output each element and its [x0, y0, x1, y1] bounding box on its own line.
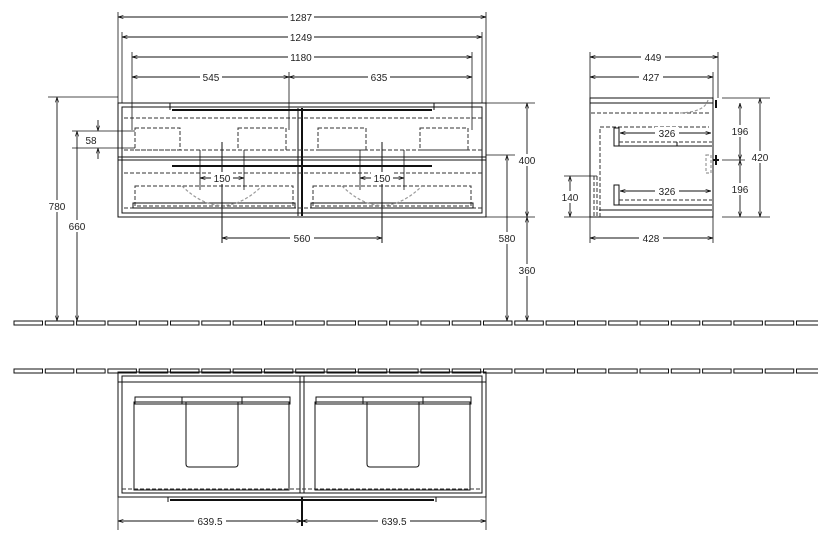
dim-428: 428	[643, 234, 660, 245]
wall-line-lower	[13, 368, 818, 374]
floor-line-upper	[13, 320, 818, 326]
dim-545: 545	[203, 73, 220, 84]
dim-427: 427	[643, 73, 660, 84]
dim-639-5-left: 639.5	[197, 517, 222, 528]
dim-400: 400	[519, 156, 536, 167]
dim-1180: 1180	[290, 53, 312, 64]
dim-560: 560	[294, 234, 311, 245]
dim-196-lower: 196	[732, 185, 749, 196]
dim-150-right: 150	[374, 174, 391, 185]
front-view	[117, 12, 487, 243]
dim-639-5-right: 639.5	[381, 517, 406, 528]
dim-1287: 1287	[290, 13, 313, 24]
dim-660: 660	[69, 222, 86, 233]
dim-196-upper: 196	[732, 127, 749, 138]
dim-326-lower: 326	[659, 187, 676, 198]
dim-58: 58	[85, 136, 97, 147]
side-view	[564, 97, 719, 218]
dim-780: 780	[49, 202, 66, 213]
side-dimensions: 449 427 326 326 196 196 420 140 428	[560, 51, 774, 245]
dim-449: 449	[645, 53, 662, 64]
dim-360: 360	[519, 266, 536, 277]
dim-150-left: 150	[214, 174, 231, 185]
top-dimensions: 639.5 639.5	[117, 497, 487, 530]
top-view	[117, 371, 487, 502]
front-dimensions: 1287 1249 1180 545 635 58 150 150 560	[44, 11, 540, 321]
dim-420: 420	[752, 153, 769, 164]
dim-140: 140	[562, 193, 579, 204]
dim-580: 580	[499, 234, 516, 245]
dim-1249: 1249	[290, 33, 313, 44]
dim-635: 635	[371, 73, 388, 84]
dim-326-upper: 326	[659, 129, 676, 140]
